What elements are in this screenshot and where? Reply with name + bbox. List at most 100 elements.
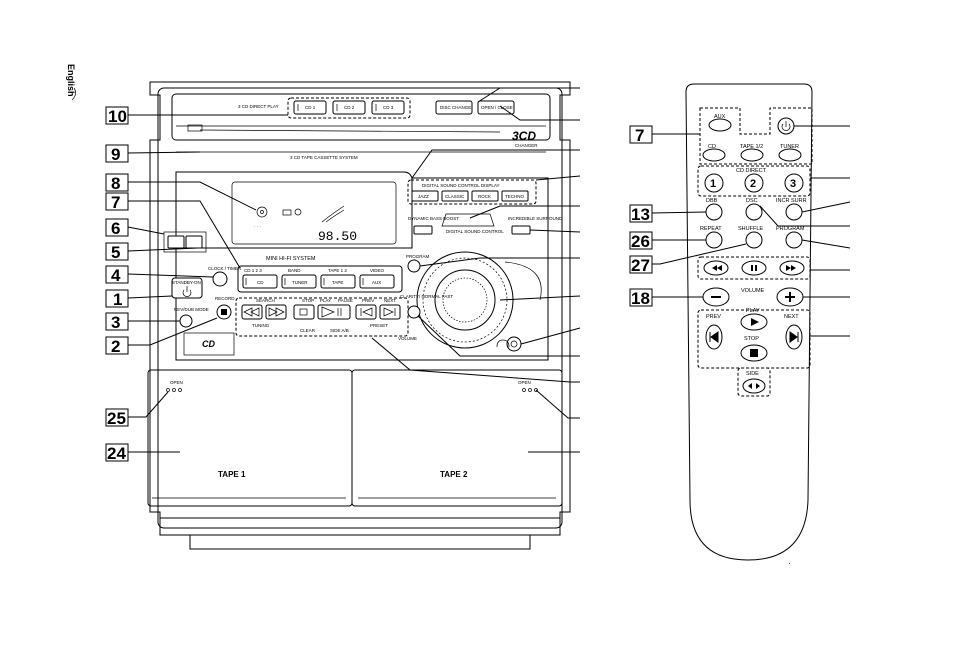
remote-digit-2-button[interactable]: 2 (744, 173, 764, 193)
callout-8: 8 (105, 173, 257, 211)
remote-tape-button[interactable] (740, 148, 764, 162)
prev-icon (360, 307, 373, 317)
stray-mark: · (788, 559, 791, 568)
disc-change-button[interactable]: DISC CHANGE (435, 100, 473, 115)
clock-timer-button[interactable] (212, 271, 228, 287)
remote-play-label: PLAY (746, 308, 760, 314)
remote-callout-26: 26 (629, 231, 706, 251)
remote-shuffle-button[interactable] (745, 231, 763, 249)
tape2-deck (351, 369, 563, 507)
callout-9: 9 (105, 144, 201, 164)
volume-knob[interactable] (434, 269, 496, 331)
digital-sound-control-label: DIGITAL SOUND CONTROL (446, 229, 504, 234)
fast-forward-icon (268, 307, 285, 317)
source-tape-button[interactable]: TAPE (320, 274, 356, 289)
remote-callout-27-label: 27 (631, 256, 650, 275)
incredible-surround-button[interactable] (511, 225, 531, 235)
incredible-surround-label: INCREDIBLE SURROUND (508, 216, 563, 221)
changer-label: CHANGER (515, 143, 538, 148)
remote-callout-27: 27 (629, 243, 747, 275)
source-cd-button[interactable]: CD (242, 274, 278, 289)
dsc-group (407, 179, 537, 205)
remote-callout-13-label: 13 (631, 205, 650, 224)
clarity-button[interactable] (407, 305, 421, 319)
callout-24: 24 (105, 443, 180, 463)
callout-25-label: 25 (107, 409, 126, 428)
remote-callout-18-label: 18 (631, 289, 650, 308)
disc-change-label: DISC CHANGE (440, 105, 471, 110)
fast-forward-button[interactable] (265, 304, 287, 320)
dsc-classic-label: CLASSIC (445, 194, 465, 199)
source-aux-button[interactable]: AUX (359, 274, 395, 289)
unit-right-leaders (371, 87, 581, 453)
source-label-band: BAND (288, 268, 301, 273)
remote-digit-3-button[interactable]: 3 (784, 173, 804, 193)
remote-program-button[interactable] (785, 231, 803, 249)
power-icon (182, 286, 192, 297)
callout-2-label: 2 (111, 337, 120, 356)
cd2-button[interactable]: CD 2 (332, 100, 366, 115)
remote-pause-button[interactable] (741, 260, 767, 276)
preset-up-button[interactable] (185, 235, 203, 249)
remote-prev-icon (709, 331, 719, 343)
remote-tuner-button[interactable] (778, 148, 802, 162)
headphone-jack[interactable] (506, 336, 522, 352)
dsc-rock-label: ROCK (478, 194, 491, 199)
transport-stop: STOP (302, 298, 314, 303)
remote-incr-button[interactable] (785, 203, 803, 221)
headphones-icon (496, 339, 510, 348)
preset-down-button[interactable] (167, 235, 185, 249)
remote-repeat-button[interactable] (705, 231, 723, 249)
callout-3-label: 3 (111, 313, 120, 332)
remote-callout-18: 18 (629, 288, 703, 308)
dynamic-bass-button[interactable] (413, 225, 433, 235)
dsc-jazz-button[interactable]: JAZZ (411, 190, 439, 202)
transport-preset: PRESET (370, 323, 388, 328)
remote-prev-label: PREV (706, 314, 721, 320)
remote-next-label: NEXT (784, 314, 799, 320)
standby-on-button[interactable]: STANDBY-ON (171, 277, 203, 299)
stop-icon (299, 308, 308, 316)
remote-aux-button[interactable] (708, 118, 732, 132)
cd2-label: CD 2 (344, 105, 355, 110)
source-label-cd: CD 1 2 3 (244, 268, 262, 273)
program-button[interactable] (407, 259, 421, 273)
cd-direct-group (287, 97, 411, 119)
next-button[interactable] (379, 304, 401, 320)
dsc-rock-button[interactable]: ROCK (471, 190, 499, 202)
play-pause-button[interactable] (317, 304, 351, 320)
remote-search-group (697, 256, 811, 280)
remote-dbb-button[interactable] (705, 203, 723, 221)
remote-dsc-button[interactable] (745, 203, 763, 221)
cd3-label: CD 3 (383, 105, 394, 110)
source-tuner-button[interactable]: TUNER (281, 274, 317, 289)
remote-digit-1-button[interactable]: 1 (704, 173, 724, 193)
prev-button[interactable] (355, 304, 377, 320)
remote-side-button[interactable] (742, 378, 766, 394)
transport-tuning: TUNING (252, 323, 270, 328)
remote-stop-icon (750, 349, 758, 357)
record-icon (221, 309, 227, 315)
rewind-button[interactable] (241, 304, 263, 320)
dsc-jazz-label: JAZZ (418, 194, 429, 199)
left-callouts: 10 9 8 7 6 5 4 1 3 2 25 24 (105, 106, 288, 463)
remote-cd-button[interactable] (702, 148, 726, 162)
rev-mode-button[interactable] (179, 314, 193, 328)
open-close-button[interactable]: OPEN / CLOSE (477, 100, 515, 115)
cd3-button[interactable]: CD 3 (371, 100, 405, 115)
remote-source-group (699, 107, 813, 165)
remote-power-icon (781, 121, 791, 131)
dsc-classic-button[interactable]: CLASSIC (441, 190, 469, 202)
record-label: RECORD (215, 296, 235, 301)
language-tab-label: English (66, 64, 76, 97)
callout-2: 2 (105, 317, 218, 356)
remote-digit-3-label: 3 (790, 178, 796, 190)
remote-side-group (737, 367, 771, 397)
remote-repeat-label: REPEAT (700, 226, 722, 232)
remote-rewind-icon (712, 265, 722, 271)
remote-cd-direct-label: CD DIRECT (736, 168, 767, 174)
cd1-button[interactable]: CD 1 (293, 100, 327, 115)
remote-callouts: 7 13 26 27 18 (629, 125, 747, 308)
stop-button[interactable] (293, 304, 315, 320)
dsc-techno-button[interactable]: TECHNO (501, 190, 529, 202)
